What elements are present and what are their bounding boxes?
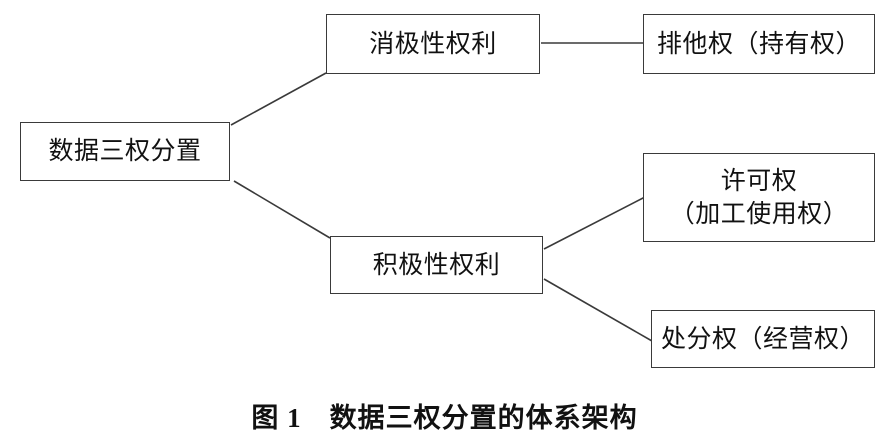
edge-positive-rights-to-license-right: [543, 196, 646, 250]
figure-caption: 图 1 数据三权分置的体系架构: [251, 403, 638, 433]
node-disposal-right-label: 处分权（经营权）: [660, 325, 865, 353]
node-negative-rights-label: 消极性权利: [369, 30, 497, 58]
node-license-right: 许可权 （加工使用权）: [643, 153, 875, 242]
node-negative-rights: 消极性权利: [326, 14, 540, 74]
edge-root-to-negative-rights: [230, 72, 327, 126]
node-root: 数据三权分置: [20, 122, 230, 181]
edge-positive-rights-to-disposal-right: [543, 278, 653, 342]
node-exclusive-right: 排他权（持有权）: [643, 14, 875, 74]
edge-root-to-positive-rights: [233, 180, 331, 239]
node-positive-rights: 积极性权利: [330, 236, 543, 294]
node-exclusive-right-label: 排他权（持有权）: [656, 30, 861, 58]
node-positive-rights-label: 积极性权利: [372, 251, 501, 279]
node-root-label: 数据三权分置: [48, 138, 202, 165]
node-license-right-label: 许可权 （加工使用权）: [669, 167, 849, 228]
node-disposal-right: 处分权（经营权）: [651, 310, 875, 368]
